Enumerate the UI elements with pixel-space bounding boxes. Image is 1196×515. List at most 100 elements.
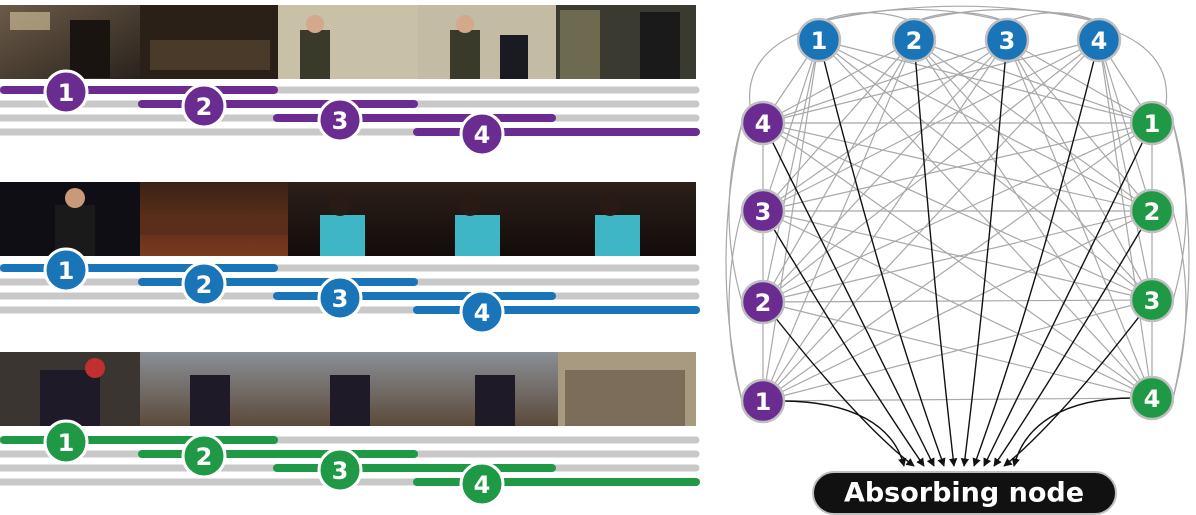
absorbing-edge bbox=[762, 210, 925, 467]
graph-edge bbox=[762, 210, 1153, 399]
graph-edge bbox=[762, 122, 1153, 399]
graph-arc-edge bbox=[728, 122, 743, 303]
graph-arc-edge bbox=[913, 12, 1008, 23]
graph-node-circle bbox=[1129, 100, 1175, 146]
graph-node-circle bbox=[740, 279, 786, 325]
graph-node-top-3: 3 bbox=[984, 17, 1030, 63]
graph-node-circle bbox=[1076, 17, 1122, 63]
graph-node-number: 3 bbox=[755, 198, 772, 226]
graph-node-right-3: 3 bbox=[1129, 277, 1175, 323]
graph-arc-edge bbox=[1172, 122, 1187, 301]
graph-edge bbox=[762, 39, 1008, 212]
graph-edge bbox=[762, 39, 915, 124]
graph-edge bbox=[818, 39, 1153, 399]
graph-edge bbox=[762, 122, 1153, 212]
absorbing-edges bbox=[762, 39, 1153, 467]
graph-edge bbox=[762, 397, 1153, 402]
graph-node-right-4: 4 bbox=[1129, 375, 1175, 421]
segment-badge bbox=[43, 247, 89, 293]
frame-image bbox=[278, 5, 418, 79]
graph-edge bbox=[1006, 39, 1153, 399]
absorbing-edge bbox=[780, 400, 907, 467]
graph-edge bbox=[762, 39, 915, 303]
graph-node-circle bbox=[1129, 375, 1175, 421]
graph-node-number: 2 bbox=[755, 289, 772, 317]
graph-node-number: 4 bbox=[755, 110, 772, 138]
graph-node-number: 1 bbox=[811, 27, 828, 55]
absorbing-edge bbox=[762, 301, 915, 467]
graph-node-circle bbox=[1129, 188, 1175, 234]
graph-node-circle bbox=[740, 188, 786, 234]
graph-edges bbox=[762, 39, 1153, 402]
graph-arc-edge bbox=[1172, 210, 1187, 399]
graph-edge bbox=[1006, 39, 1153, 124]
segment-number: 4 bbox=[474, 299, 491, 327]
graph-node-number: 4 bbox=[1144, 385, 1161, 413]
absorbing-edge bbox=[1011, 397, 1135, 467]
segment-badge bbox=[459, 289, 505, 335]
graph-node-circle bbox=[891, 17, 937, 63]
segment-number: 2 bbox=[196, 271, 213, 299]
graph-edge bbox=[762, 299, 1153, 402]
absorbing-node-label: Absorbing node bbox=[844, 478, 1084, 509]
graph-node-circle bbox=[1129, 277, 1175, 323]
graph-node-left-3: 3 bbox=[740, 188, 786, 234]
absorbing-node: Absorbing node bbox=[812, 471, 1117, 515]
graph-edge bbox=[762, 39, 820, 402]
graph-arc-edge bbox=[725, 122, 743, 402]
graph-edge bbox=[1098, 39, 1153, 301]
graph-node-left-1: 1 bbox=[740, 378, 786, 424]
graph-edge bbox=[762, 39, 1100, 303]
graph-edge bbox=[1006, 39, 1153, 301]
segment-number: 1 bbox=[58, 429, 75, 457]
graph-edge bbox=[762, 39, 1100, 402]
graph-edge bbox=[762, 210, 1153, 301]
graph-arc-edge bbox=[728, 210, 743, 402]
graph-node-number: 1 bbox=[755, 388, 772, 416]
graph-node-circle bbox=[984, 17, 1030, 63]
graph-edge bbox=[762, 39, 820, 212]
graph-edge bbox=[913, 39, 1153, 399]
segment-badge bbox=[459, 111, 505, 157]
graph-node-right-1: 1 bbox=[1129, 100, 1175, 146]
filmstrip-1 bbox=[0, 5, 696, 79]
graph-node-left-4: 4 bbox=[740, 100, 786, 146]
graph-node-number: 2 bbox=[906, 27, 923, 55]
graph-arc-edge bbox=[1116, 31, 1168, 106]
graph-edge bbox=[762, 39, 1100, 124]
graph-arc-edges bbox=[725, 5, 1190, 402]
absorbing-edge bbox=[762, 122, 935, 467]
segment-badge bbox=[181, 83, 227, 129]
frame-image bbox=[418, 5, 556, 79]
graph-edge bbox=[762, 210, 1153, 303]
graph-arc-edge bbox=[818, 12, 915, 23]
graph-arc-edge bbox=[1006, 12, 1100, 23]
segment-number: 2 bbox=[196, 443, 213, 471]
filmstrip-2 bbox=[0, 182, 696, 256]
segment-badge bbox=[43, 69, 89, 115]
segment-number: 4 bbox=[474, 121, 491, 149]
segment-number: 3 bbox=[332, 285, 349, 313]
graph-arc-edge bbox=[748, 31, 802, 106]
graph-node-top-2: 2 bbox=[891, 17, 937, 63]
graph-edge bbox=[818, 39, 1153, 124]
segment-number: 3 bbox=[332, 457, 349, 485]
graph-edge bbox=[913, 39, 1153, 212]
graph-node-circle bbox=[796, 17, 842, 63]
graph-edge bbox=[913, 39, 1153, 301]
graph-edge bbox=[1098, 39, 1153, 399]
graph-edge bbox=[818, 39, 1153, 212]
graph-node-top-4: 4 bbox=[1076, 17, 1122, 63]
graph-node-circle bbox=[740, 378, 786, 424]
graph-edge bbox=[762, 299, 1153, 303]
